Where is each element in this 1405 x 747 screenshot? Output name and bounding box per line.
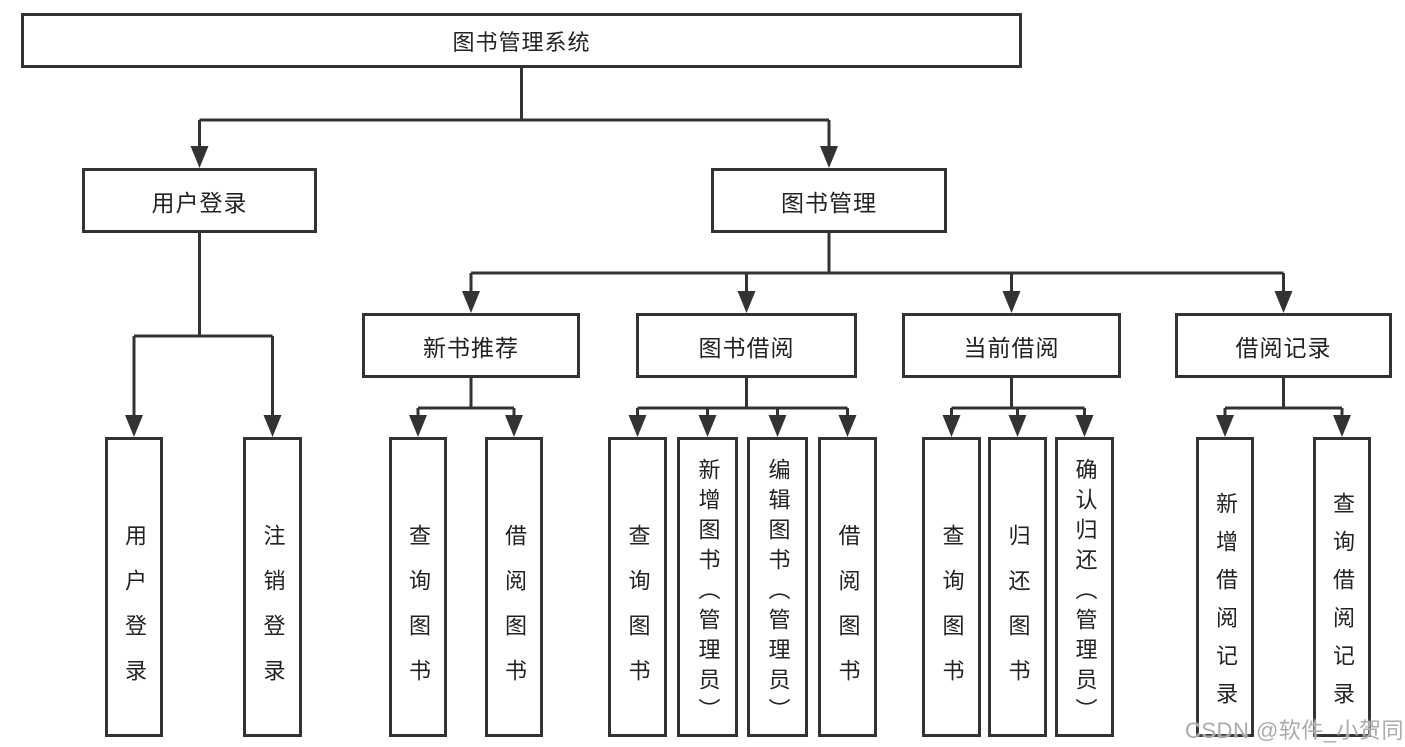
leaf-query-books-borrow: 查询图书 [608, 437, 667, 737]
arrowhead [505, 415, 523, 437]
edge-current-borrow-stem [950, 378, 1086, 419]
arrowhead [737, 291, 756, 313]
leaf-add-books-admin-label: 新增图书（管理员） [695, 458, 721, 728]
arrowhead [820, 146, 838, 168]
leaf-query-books-current: 查询图书 [922, 437, 981, 737]
arrowhead [768, 415, 787, 437]
node-book-borrow: 图书借阅 [636, 313, 857, 378]
leaf-user-login: 用户登录 [105, 437, 163, 737]
leaf-logout-label: 注销登录 [260, 523, 286, 704]
leaf-edit-books-admin-label: 编辑图书（管理员） [765, 458, 791, 728]
arrowhead [409, 415, 427, 437]
node-root-label: 图书管理系统 [452, 29, 591, 55]
arrowhead [1075, 415, 1094, 437]
node-book-borrow-label: 图书借阅 [698, 334, 795, 361]
leaf-borrow-books-recommend: 借阅图书 [485, 437, 543, 737]
arrowhead [1216, 415, 1234, 437]
edge-user-login-stem [132, 233, 274, 419]
arrowhead [698, 415, 717, 437]
arrowhead [628, 415, 647, 437]
arrowhead [1333, 415, 1351, 437]
node-current-borrow: 当前借阅 [902, 313, 1121, 378]
leaf-confirm-return-admin-label: 确认归还（管理员） [1072, 458, 1098, 728]
leaf-borrow-books-label: 借阅图书 [835, 523, 861, 704]
arrowhead [1274, 291, 1293, 313]
edge-borrow-records-stem [1223, 378, 1344, 419]
leaf-borrow-books: 借阅图书 [818, 437, 877, 737]
arrowhead [942, 415, 961, 437]
edge-book-borrow-stem [636, 378, 849, 419]
node-borrow-records: 借阅记录 [1175, 313, 1392, 378]
leaf-query-books-borrow-label: 查询图书 [625, 523, 651, 704]
arrowhead [125, 415, 143, 437]
node-root: 图书管理系统 [21, 13, 1022, 68]
node-user-login-label: 用户登录 [151, 189, 248, 216]
leaf-query-borrow-record: 查询借阅记录 [1313, 437, 1371, 737]
arrowhead [1008, 415, 1027, 437]
edge-book-management-stem [469, 233, 1285, 295]
leaf-add-books-admin: 新增图书（管理员） [677, 437, 738, 737]
leaf-borrow-books-recommend-label: 借阅图书 [502, 523, 527, 704]
leaf-return-books: 归还图书 [988, 437, 1047, 737]
node-user-login: 用户登录 [82, 168, 317, 233]
node-current-borrow-label: 当前借阅 [963, 334, 1060, 361]
node-book-management-label: 图书管理 [781, 189, 877, 216]
leaf-query-borrow-record-label: 查询借阅记录 [1330, 492, 1355, 720]
edge-new-book-stem [416, 378, 516, 419]
leaf-return-books-label: 归还图书 [1005, 523, 1031, 704]
node-borrow-records-label: 借阅记录 [1235, 334, 1332, 361]
leaf-edit-books-admin: 编辑图书（管理员） [747, 437, 808, 737]
leaf-query-books-current-label: 查询图书 [939, 523, 965, 704]
leaf-query-books-recommend-label: 查询图书 [406, 523, 431, 704]
arrowhead [263, 415, 282, 437]
leaf-user-login-label: 用户登录 [122, 523, 147, 704]
leaf-add-borrow-record-label: 新增借阅记录 [1213, 492, 1238, 720]
edge-root-stem [198, 66, 831, 150]
arrowhead [838, 415, 857, 437]
arrowhead [1002, 291, 1021, 313]
node-new-book-recommend-label: 新书推荐 [423, 334, 519, 361]
node-book-management: 图书管理 [711, 168, 947, 233]
leaf-confirm-return-admin: 确认归还（管理员） [1055, 437, 1114, 737]
leaf-query-books-recommend: 查询图书 [389, 437, 447, 737]
node-new-book-recommend: 新书推荐 [362, 313, 580, 378]
arrowhead [462, 291, 480, 313]
leaf-logout: 注销登录 [243, 437, 302, 737]
arrowhead [190, 146, 209, 168]
leaf-add-borrow-record: 新增借阅记录 [1196, 437, 1254, 737]
watermark: CSDN @软件_小贺同学 [1185, 718, 1405, 743]
